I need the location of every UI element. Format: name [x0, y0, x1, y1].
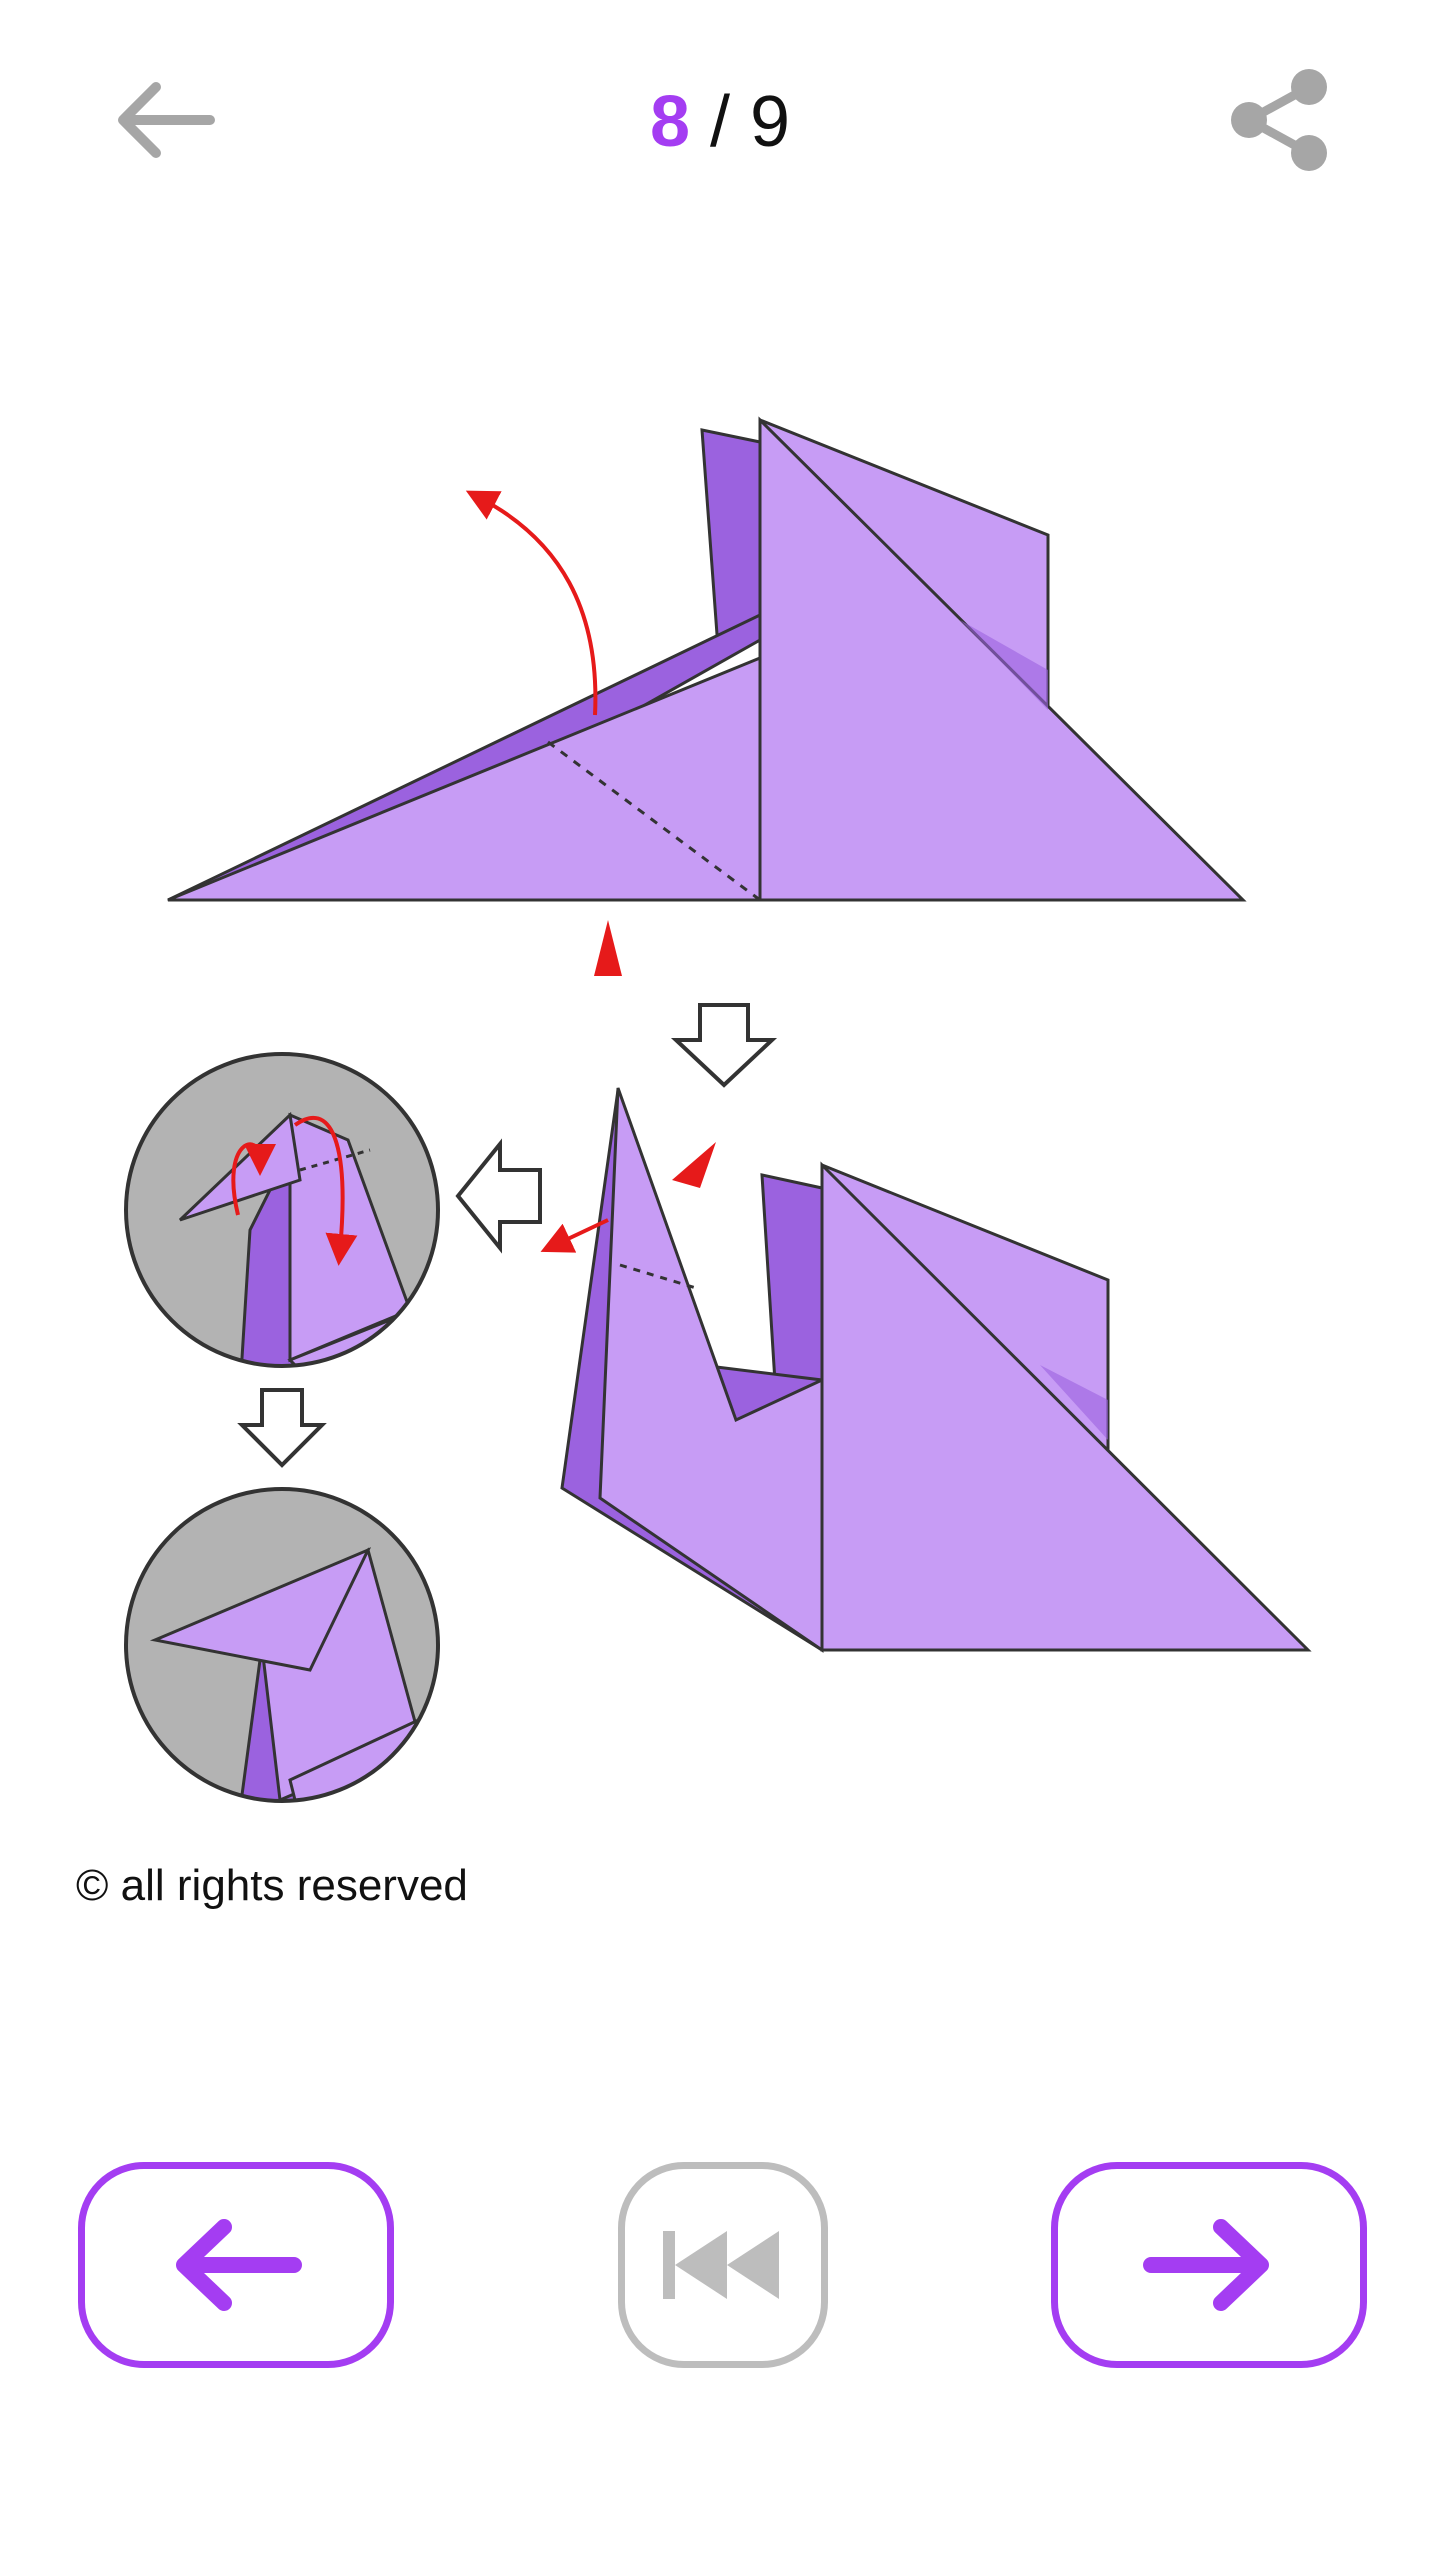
share-icon [1231, 69, 1327, 171]
detail-down-arrow-icon [237, 1388, 327, 1468]
detail-circle-1 [124, 1052, 440, 1368]
previous-step-button[interactable] [78, 2162, 394, 2368]
arrow-left-icon [176, 2219, 302, 2311]
lower-push-arrow-icon [672, 1142, 716, 1188]
current-page-number: 8 [649, 82, 690, 162]
front-triangle-shadow [960, 620, 1048, 710]
valley-fold-line [547, 740, 761, 902]
detail-left-arrow-icon [455, 1138, 542, 1254]
detail-circle-2 [124, 1487, 440, 1803]
reverse-fold-arrow [540, 1218, 609, 1253]
origami-step-diagram [124, 416, 1312, 1803]
back-flap [700, 428, 762, 651]
lift-flap-arrow [465, 490, 598, 716]
arrow-right-icon [1143, 2219, 1269, 2311]
lower-fold-figure [540, 1087, 1312, 1653]
upper-fold-figure [167, 416, 1247, 976]
lower-back-flap [760, 1173, 824, 1401]
top-bar: 8 / 9 [0, 0, 1440, 240]
next-step-button[interactable] [1051, 2162, 1367, 2368]
page-counter: 8 / 9 [520, 78, 920, 166]
back-button[interactable] [95, 50, 235, 190]
arrow-left-icon [118, 82, 215, 158]
next-step-down-arrow-icon [670, 1003, 778, 1088]
skip-to-start-icon [663, 2231, 779, 2299]
total-pages-number: 9 [750, 82, 791, 162]
lower-front-shadow [1040, 1365, 1108, 1440]
push-arrow-icon [594, 920, 622, 976]
copyright-text: © all rights reserved [76, 1861, 468, 1910]
left-long-flap [167, 655, 762, 902]
page-separator: / [689, 82, 750, 162]
first-step-button[interactable] [618, 2162, 828, 2368]
share-button[interactable] [1210, 50, 1350, 190]
lower-front-triangle [820, 1161, 1312, 1652]
